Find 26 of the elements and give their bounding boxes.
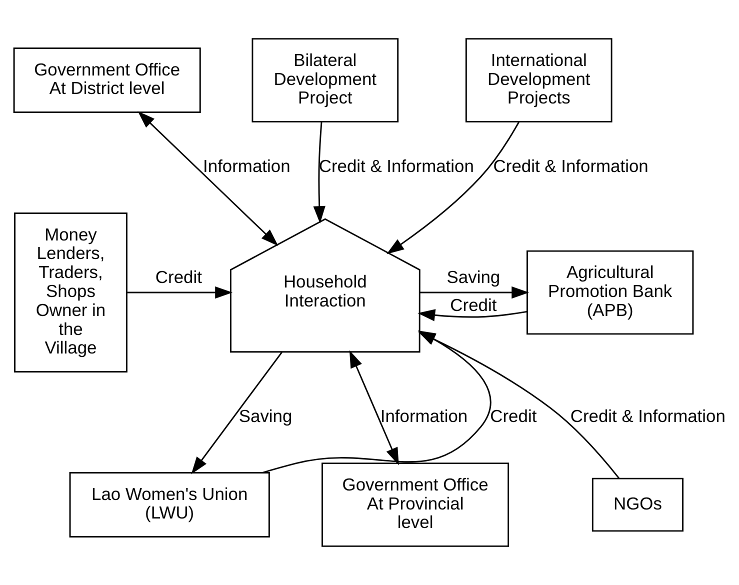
edge-label: Information: [203, 156, 290, 176]
edge-label: Saving: [446, 267, 500, 288]
node-box: Government Office At Provincial level: [322, 462, 510, 547]
node-box: Lao Women's Union (LWU): [69, 472, 270, 538]
arrow: [313, 122, 326, 224]
edge-label: Credit: [490, 406, 537, 426]
arrow: [418, 309, 527, 322]
node-box: NGOs: [592, 478, 684, 532]
node-box: International Development Projects: [465, 38, 612, 122]
arrow: [386, 122, 520, 254]
arrow: [138, 111, 278, 246]
edge-label: Credit: [450, 294, 497, 315]
node-box: Government Office At District level: [13, 48, 201, 113]
node-box: Money Lenders, Traders, Shops Owner in the Village: [14, 212, 128, 372]
arrow: [420, 286, 530, 299]
edge-label: Saving: [238, 406, 292, 426]
edge-label: Credit: [155, 267, 202, 288]
edge-label: Credit & Information: [570, 406, 726, 426]
arrow: [349, 350, 399, 466]
edge-label: Credit & Information: [318, 156, 474, 176]
edge-label: Credit & Information: [493, 156, 648, 176]
arrow: [191, 352, 282, 474]
edge-label: Information: [380, 406, 468, 426]
arrow: [127, 286, 233, 299]
node-box: Agricultural Promotion Bank (APB): [526, 250, 694, 335]
node-box: Bilateral Development Project: [252, 38, 399, 122]
